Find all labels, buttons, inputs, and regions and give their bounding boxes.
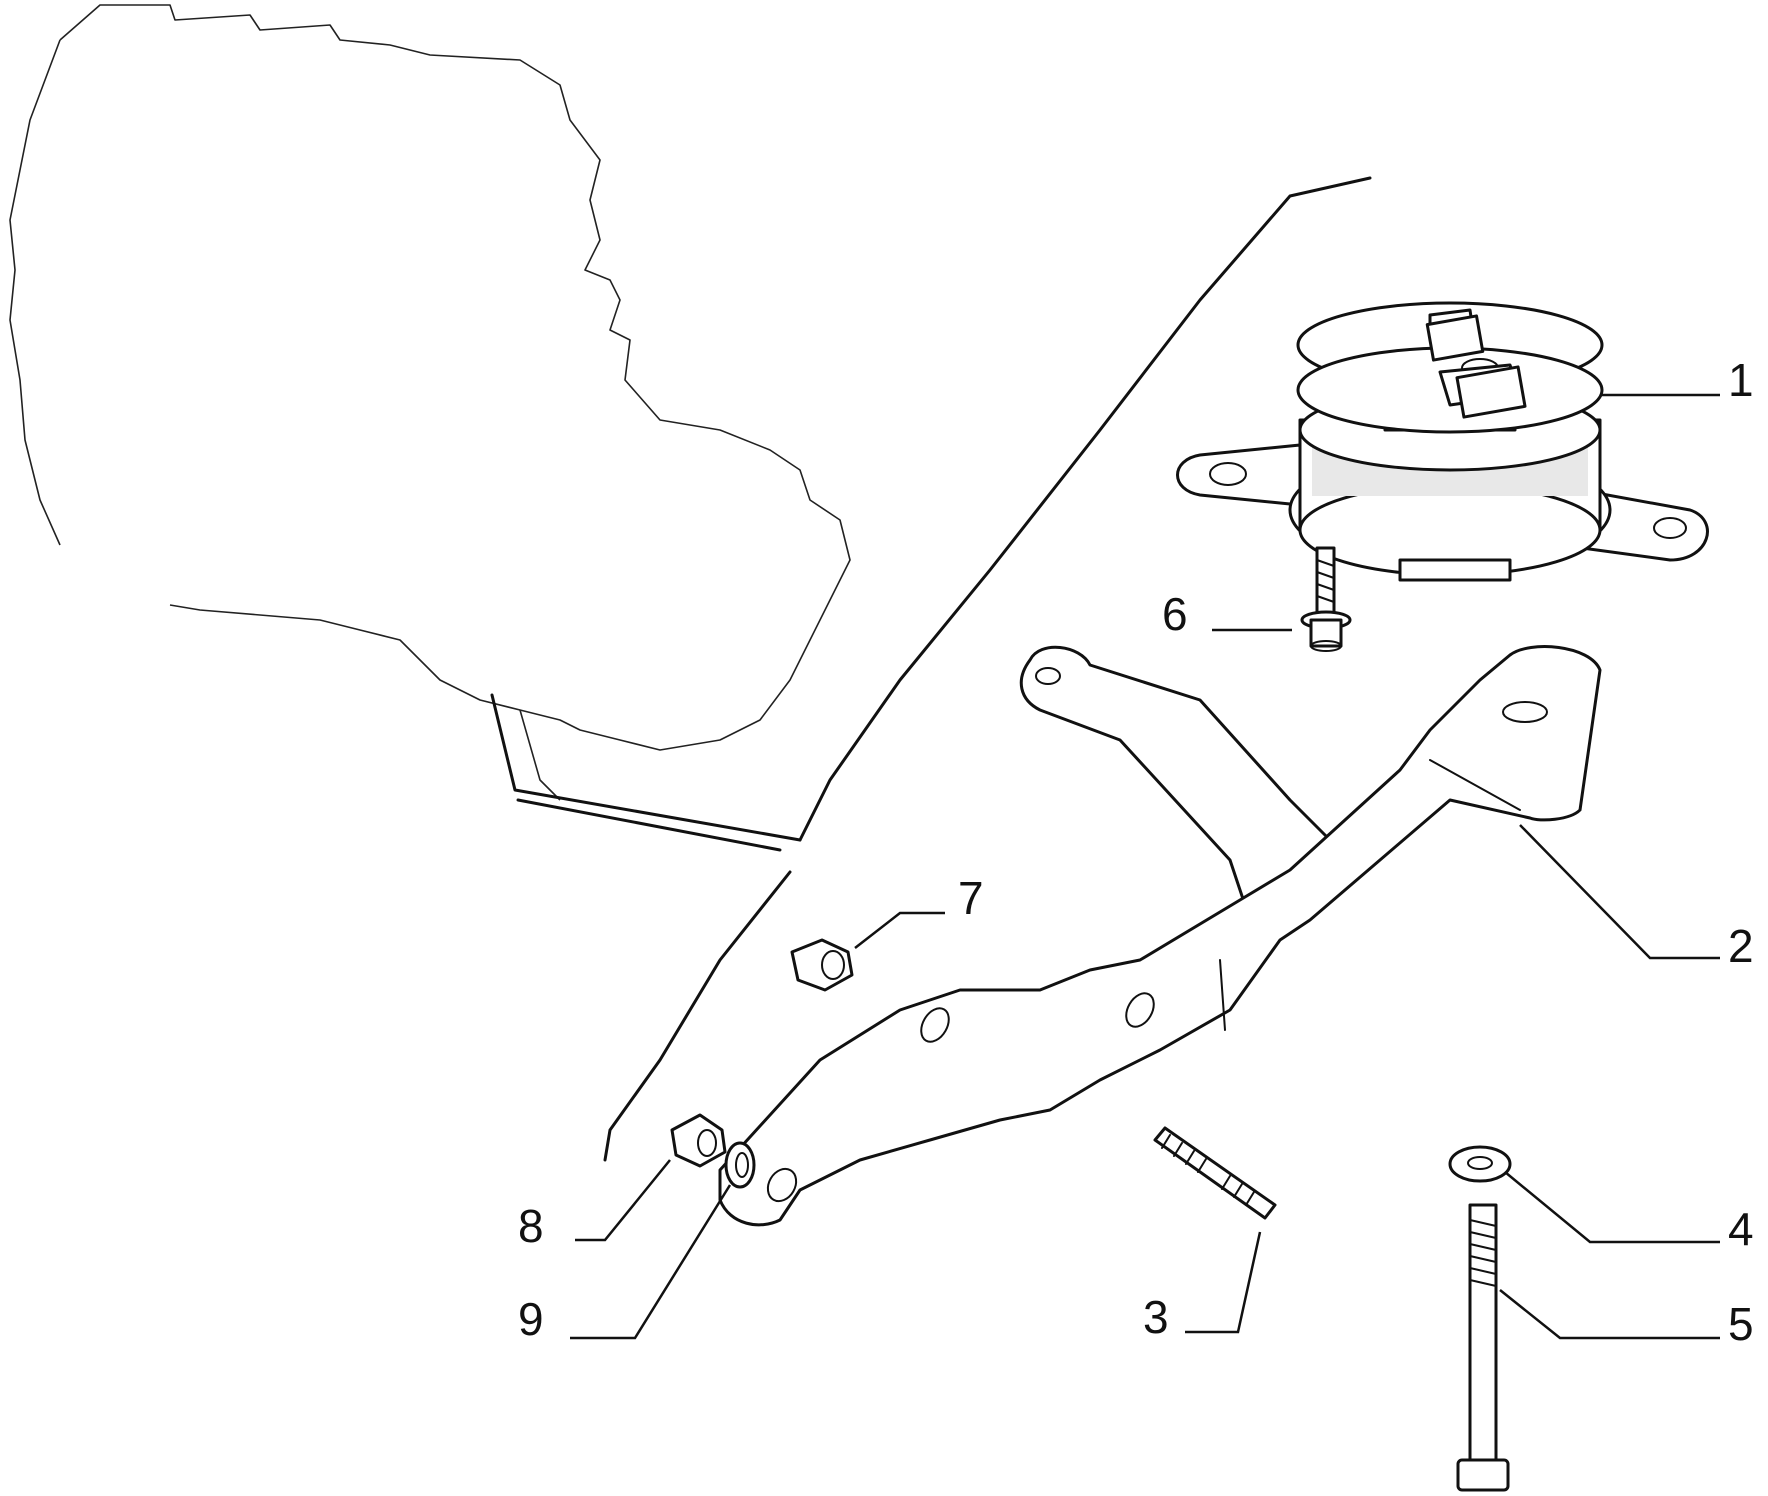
callout-3: 3 [1143, 1291, 1169, 1343]
support-bracket [718, 645, 1602, 1227]
engine-mount [1176, 301, 1709, 582]
lock-nut [670, 1113, 727, 1168]
callout-6: 6 [1162, 588, 1188, 640]
callout-8: 8 [518, 1200, 544, 1252]
leader-lines [570, 393, 1720, 1340]
spring-washer [724, 1141, 756, 1189]
reference-line [603, 176, 1372, 1162]
threaded-stud [1153, 1126, 1277, 1220]
callout-4: 4 [1728, 1203, 1754, 1255]
callout-7: 7 [958, 872, 984, 924]
callout-1: 1 [1728, 354, 1754, 406]
callout-2: 2 [1728, 920, 1754, 972]
hex-nut [790, 938, 854, 992]
flat-washer [1448, 1145, 1512, 1183]
gearbox-housing-outline [9, 4, 851, 852]
flange-bolt [1300, 546, 1352, 652]
long-bolt [1456, 1203, 1510, 1492]
callout-5: 5 [1728, 1298, 1754, 1350]
callout-9: 9 [518, 1293, 544, 1345]
